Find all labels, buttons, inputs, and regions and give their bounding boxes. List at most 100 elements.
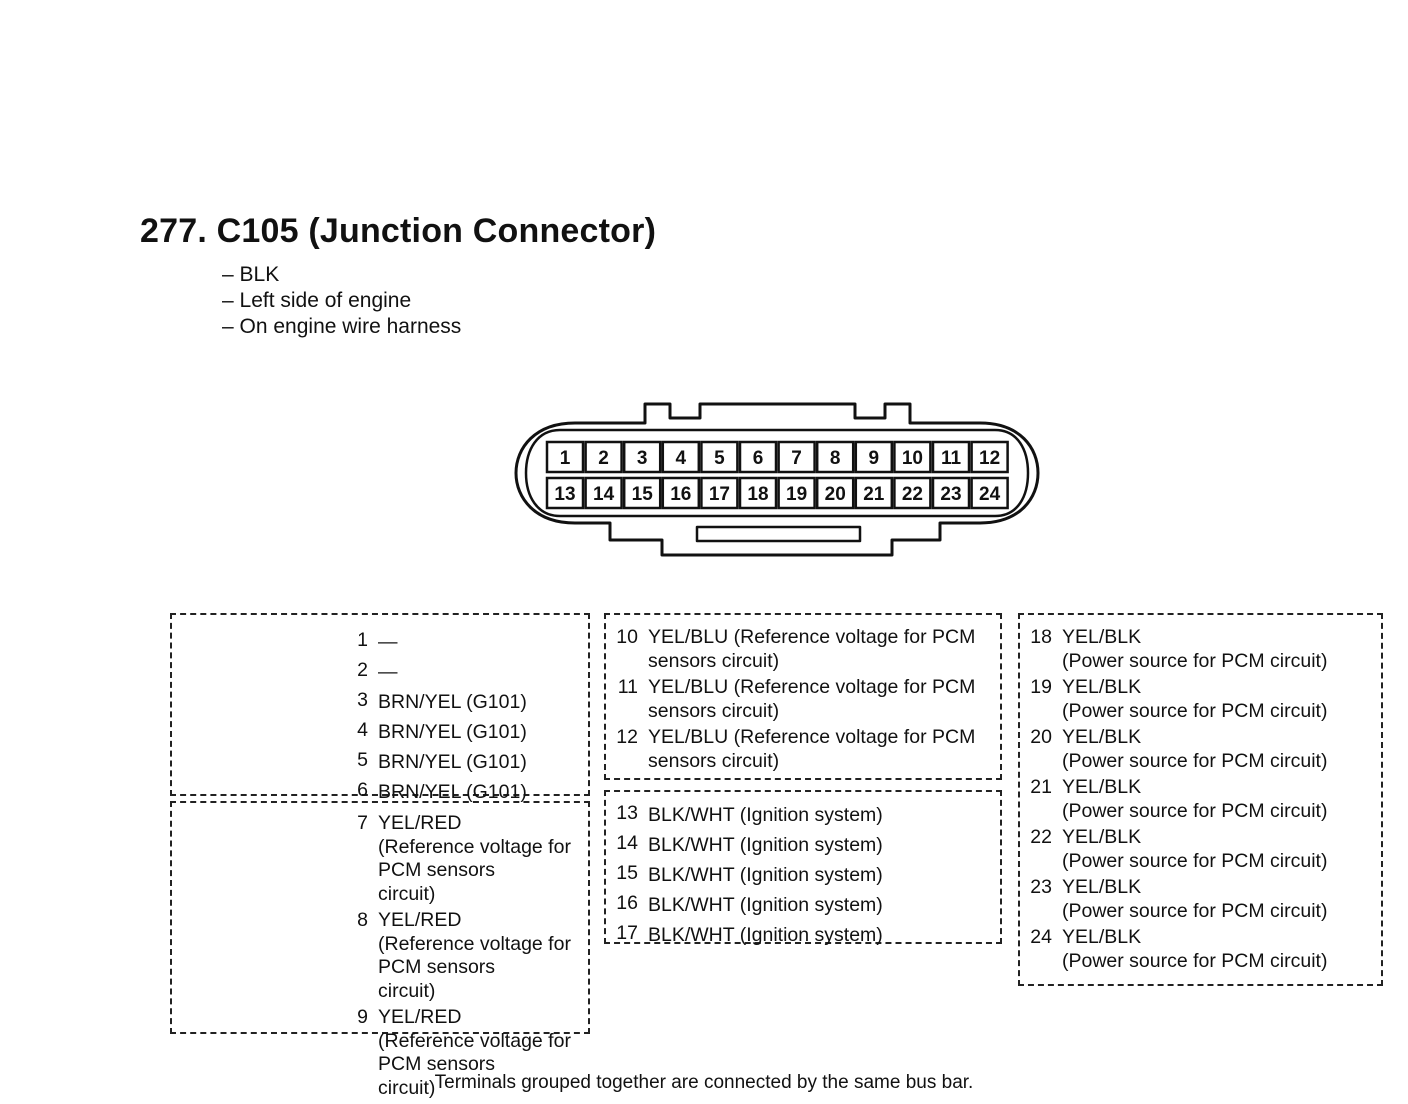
- terminal-number: 5: [714, 448, 725, 469]
- terminal-number: 4: [676, 448, 687, 469]
- terminal-entry-number: 20: [1030, 726, 1052, 748]
- terminal-entry-number: 13: [616, 802, 638, 824]
- terminal-number: 15: [632, 484, 654, 505]
- terminal-entry-number: 9: [357, 1006, 368, 1028]
- description-line: circuit): [378, 1076, 436, 1099]
- description-line: (Power source for PCM circuit): [1062, 749, 1328, 772]
- terminal-entry-number: 22: [1030, 826, 1052, 848]
- terminal-cavity: [854, 440, 894, 474]
- description-line: YEL/BLU (Reference voltage for PCM: [648, 626, 976, 648]
- terminal-entry: 15 BLK/WHT (Ignition system): [606, 862, 1000, 889]
- description-line: YEL/BLU (Reference voltage for PCM: [648, 726, 976, 748]
- description-line: (Power source for PCM circuit): [1062, 899, 1328, 922]
- description-line: circuit): [378, 979, 436, 1002]
- terminal-entry-description: YEL/RED(Reference voltage for PCM sensor…: [378, 812, 588, 906]
- description-line: YEL/BLK: [1062, 626, 1142, 648]
- description-line: BRN/YEL (G101): [378, 721, 527, 743]
- description-line: (Reference voltage for PCM sensors: [378, 932, 571, 979]
- terminal-number: 10: [902, 448, 923, 469]
- terminal-entry-number: 24: [1030, 926, 1052, 948]
- terminal-number: 14: [593, 484, 615, 505]
- terminal-number: 13: [554, 484, 575, 505]
- terminal-entry-description: YEL/BLK(Power source for PCM circuit): [1062, 926, 1381, 973]
- terminal-entry-description: BLK/WHT (Ignition system): [648, 862, 1000, 889]
- terminal-entry-description: BRN/YEL (G101): [378, 749, 588, 776]
- connector-housing: [514, 402, 1040, 557]
- terminal-cavity: [738, 440, 778, 474]
- description-line: BRN/YEL (G101): [378, 751, 527, 773]
- terminal-cavity: [777, 440, 816, 474]
- connector-key-slot: [695, 525, 862, 543]
- description-line: (Power source for PCM circuit): [1062, 949, 1328, 972]
- description-line: YEL/BLK: [1062, 826, 1142, 848]
- terminal-cavity: [815, 476, 855, 510]
- terminal-entry-description: YEL/BLK(Power source for PCM circuit): [1062, 876, 1381, 923]
- terminal-entry-description: YEL/BLK(Power source for PCM circuit): [1062, 826, 1381, 873]
- terminal-cavity: [738, 476, 778, 510]
- terminal-number: 8: [830, 448, 841, 469]
- terminal-number: 24: [979, 484, 1001, 505]
- description-line: (Power source for PCM circuit): [1062, 799, 1328, 822]
- terminal-number: 1: [560, 448, 571, 469]
- description-line: BRN/YEL (G101): [378, 691, 527, 713]
- terminal-cavity: [661, 476, 701, 510]
- property-color: – BLK: [222, 263, 280, 286]
- page-title: 277. C105 (Junction Connector): [140, 212, 657, 250]
- terminal-cavity: [931, 476, 971, 510]
- terminal-entry-description: YEL/BLK(Power source for PCM circuit): [1062, 676, 1381, 723]
- description-line: BRN/YEL (G101): [378, 781, 527, 803]
- connector-properties: – BLK – Left side of engine – On engine …: [222, 262, 461, 340]
- terminal-entry-description: BLK/WHT (Ignition system): [648, 922, 1000, 949]
- description-line: (Power source for PCM circuit): [1062, 649, 1328, 672]
- terminal-entry-number: 5: [357, 749, 368, 771]
- property-harness: – On engine wire harness: [222, 315, 462, 338]
- description-line: BLK/WHT (Ignition system): [648, 804, 883, 826]
- terminal-entry-number: 15: [616, 862, 638, 884]
- description-line: YEL/BLK: [1062, 726, 1142, 748]
- terminal-entry: 21 YEL/BLK(Power source for PCM circuit): [1020, 776, 1381, 823]
- terminal-entry: 1—: [336, 629, 588, 656]
- description-line: YEL/BLK: [1062, 776, 1142, 798]
- terminal-cavity: [622, 440, 662, 474]
- terminal-cavity: [545, 440, 585, 474]
- description-line: (Reference voltage for PCM sensors: [378, 1029, 571, 1076]
- terminal-entry-description: YEL/BLK(Power source for PCM circuit): [1062, 726, 1381, 773]
- terminal-entry-description: YEL/BLK(Power source for PCM circuit): [1062, 626, 1381, 673]
- terminal-entry-number: 10: [616, 626, 638, 648]
- terminal-entry-description: BRN/YEL (G101): [378, 719, 588, 746]
- terminal-entry-number: 18: [1030, 626, 1052, 648]
- description-line: sensors circuit): [648, 699, 780, 722]
- description-line: (Reference voltage for PCM sensors: [378, 835, 571, 882]
- property-location: – Left side of engine: [222, 289, 412, 312]
- terminal-cavity: [584, 440, 623, 474]
- terminal-number: 17: [709, 484, 730, 505]
- terminal-number: 3: [637, 448, 648, 469]
- terminal-entry-description: BLK/WHT (Ignition system): [648, 802, 1000, 829]
- terminal-entry-description: YEL/RED(Reference voltage for PCM sensor…: [378, 909, 588, 1003]
- terminal-cavity: [777, 476, 816, 510]
- description-line: BLK/WHT (Ignition system): [648, 834, 883, 856]
- terminal-entry-number: 21: [1030, 776, 1052, 798]
- description-line: YEL/BLU (Reference voltage for PCM: [648, 676, 976, 698]
- terminal-entry-number: 12: [616, 726, 638, 748]
- terminal-entry: 22 YEL/BLK(Power source for PCM circuit): [1020, 826, 1381, 873]
- terminal-entry-description: YEL/BLK(Power source for PCM circuit): [1062, 776, 1381, 823]
- description-line: BLK/WHT (Ignition system): [648, 924, 883, 946]
- terminal-entry-number: 14: [616, 832, 638, 854]
- terminal-cavity: [622, 476, 662, 510]
